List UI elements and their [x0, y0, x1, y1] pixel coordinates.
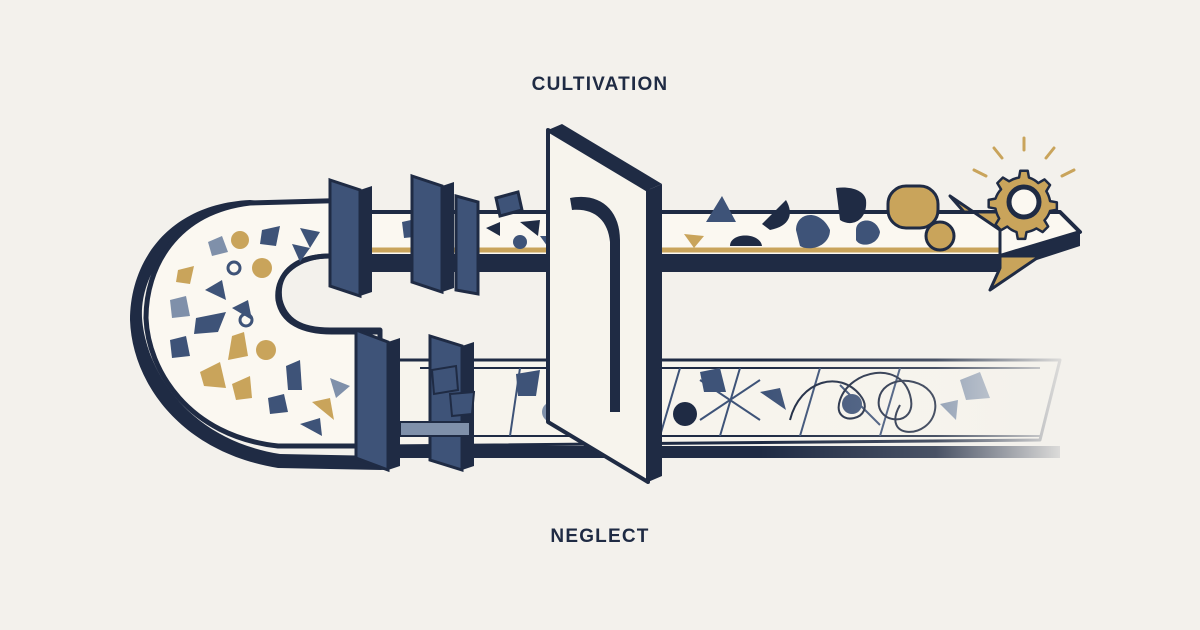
curve-debris	[170, 226, 350, 436]
central-divider	[546, 124, 662, 484]
output-arrow	[948, 194, 1042, 292]
sparkle-lines-icon	[972, 136, 1076, 178]
lower-track-fade	[760, 352, 1080, 472]
upper-shapes	[402, 184, 956, 252]
upper-gates	[328, 173, 524, 299]
cultivation-label: CULTIVATION	[531, 74, 669, 95]
lower-gates	[354, 327, 476, 473]
gear-icon	[987, 169, 1059, 241]
neglect-label: NEGLECT	[550, 526, 650, 547]
